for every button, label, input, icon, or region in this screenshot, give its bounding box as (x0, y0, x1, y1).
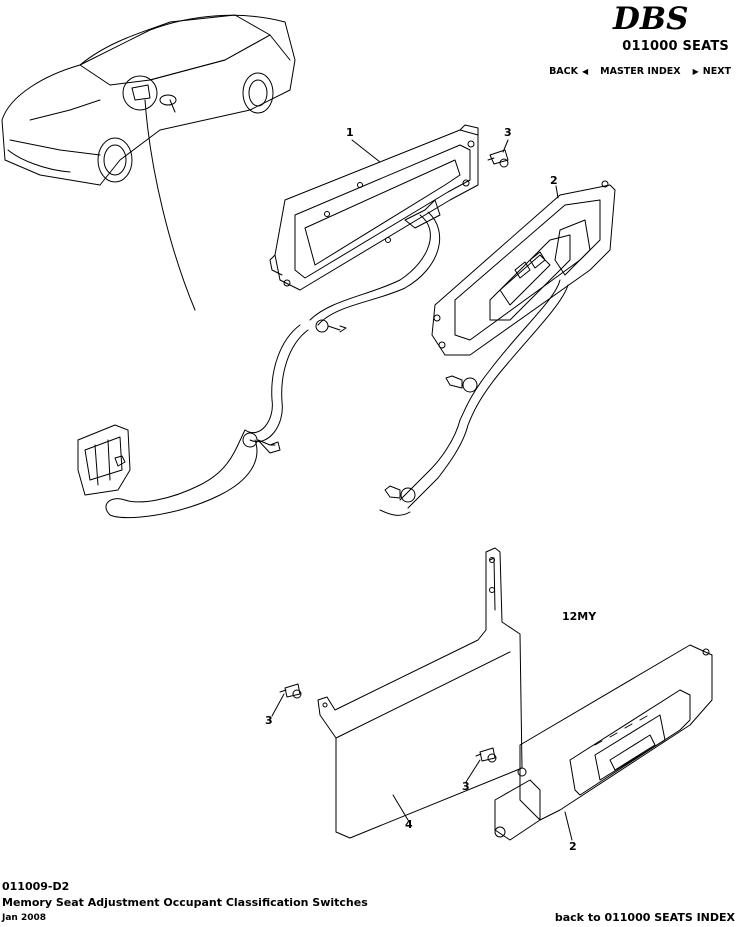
part-3-screws-lower (279, 683, 497, 763)
next-label: NEXT (702, 66, 731, 77)
section-title: 011000 SEATS (622, 39, 729, 54)
top-navigation: BACK ◀ MASTER INDEX ▶NEXT (549, 66, 731, 77)
diagram-title: Memory Seat Adjustment Occupant Classifi… (2, 896, 368, 909)
exploded-parts-diagram (1, 14, 713, 841)
callout-3-top: 3 (504, 126, 512, 139)
callout-leader-lines (271, 139, 573, 841)
part-2-occupant-switch (379, 180, 616, 516)
part-4-bracket (317, 547, 523, 839)
callout-3-lower-right: 3 (462, 780, 470, 793)
variant-label-12my: 12MY (562, 610, 597, 623)
callout-1: 1 (346, 126, 354, 139)
callout-4: 4 (405, 818, 413, 831)
diagram-date: Jan 2008 (2, 913, 47, 923)
back-label: BACK (549, 66, 578, 77)
callout-3-lower-left: 3 (265, 714, 273, 727)
master-index-label: MASTER INDEX (600, 66, 681, 77)
back-link[interactable]: BACK ◀ (549, 66, 588, 77)
diagram-code: 011009-D2 (2, 880, 70, 893)
callout-2-lower: 2 (569, 840, 577, 853)
dbs-logo: DBS (611, 1, 729, 38)
next-link[interactable]: ▶NEXT (693, 66, 731, 77)
car-overview-illustration (1, 14, 296, 311)
part-3-screw-top (487, 149, 509, 168)
back-arrow-icon: ◀ (582, 67, 589, 76)
dbs-logo-graphic: DBS (612, 1, 688, 37)
dbs-logo-text: DBS (612, 2, 688, 34)
part-2-occupant-switch-12my (494, 644, 713, 841)
next-arrow-icon: ▶ (692, 67, 699, 76)
back-to-seats-index-link[interactable]: back to 011000 SEATS INDEX (554, 911, 735, 924)
part-1-switch-housing (77, 124, 479, 519)
master-index-link[interactable]: MASTER INDEX (600, 66, 680, 77)
callout-2: 2 (550, 174, 558, 187)
